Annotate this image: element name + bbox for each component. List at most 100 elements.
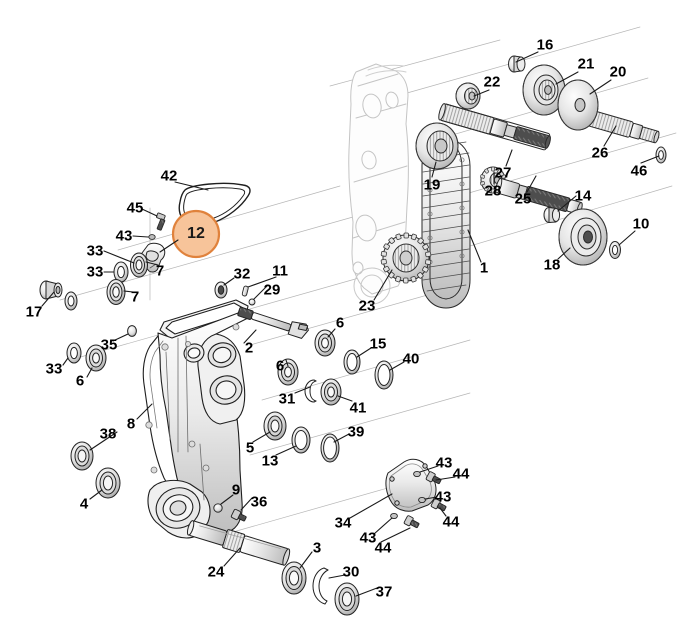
housing-detail-lines [145,323,240,501]
callout-leaders [41,51,660,597]
part-43-washer-top [148,234,156,240]
callout-label-20: 20 [609,63,627,81]
part-3-bearing [281,561,307,595]
callout-label-25: 25 [514,190,532,208]
part-26-shaft [583,108,660,144]
highlight-number-12: 12 [187,225,205,242]
part-34-cover [385,458,437,512]
alignment-axes [59,26,677,541]
part-23-sprocket [380,232,432,284]
callout-label-33a: 33 [86,242,104,260]
part-9-ball [213,503,223,513]
part-41-bearing [320,378,342,406]
part-38-seal [70,441,94,471]
part-15-ring [343,349,361,375]
callout-label-21: 21 [577,55,595,73]
callout-label-35: 35 [100,336,118,354]
part-18-gear [558,208,608,266]
callout-label-6a: 6 [75,372,85,390]
part-43-washer-c [418,496,426,504]
callout-label-11: 11 [272,262,288,280]
part-24-shaft [186,520,291,566]
part-31-snap-ring [304,379,317,403]
callout-label-38: 38 [99,425,117,443]
part-19-gear [415,122,459,170]
part-6-bearing-b [314,329,336,357]
part-44-screw-c [403,515,420,529]
callout-label-13: 13 [261,452,279,470]
highlight-leader-12 [159,239,179,253]
callout-label-43b: 43 [435,454,453,472]
part-20-gear [557,79,599,131]
part-45-screw [156,212,166,231]
part-43-washer-d [390,512,398,520]
callout-label-7b: 7 [130,288,140,306]
callout-label-18: 18 [543,256,561,274]
callout-label-8: 8 [126,415,136,433]
callout-label-24: 24 [207,563,225,581]
callout-label-17: 17 [25,303,43,321]
part-33-washer-a [64,291,78,311]
callout-label-6c: 6 [275,357,285,375]
callout-label-29: 29 [263,281,281,299]
callout-label-43c: 43 [434,488,452,506]
part-33-washer-b [113,261,129,283]
callout-label-44b: 44 [442,513,460,531]
part-36-screw [230,508,247,522]
callout-label-6b: 6 [335,314,345,332]
callout-label-3: 3 [312,539,322,557]
callout-label-5: 5 [245,439,255,457]
callout-label-40: 40 [402,350,420,368]
callout-label-27: 27 [494,164,512,182]
callout-label-7a: 7 [155,262,165,280]
part-6-bearing-a [85,344,107,372]
part-7-bearing-a [130,252,148,278]
part-44-screw-b [430,498,447,512]
callout-label-2: 2 [244,339,254,357]
callout-label-4: 4 [79,495,89,513]
part-2-shift-rod [237,306,309,339]
callout-label-16: 16 [536,36,554,54]
ghost-chain-upper [365,64,407,77]
part-14-sleeve [543,207,561,223]
part-7-bearing-b [106,279,126,305]
part-6-bearing-c [277,358,299,386]
part-39-ring [320,433,340,463]
ghost-housing-outline [348,63,409,295]
part-25-shaft [495,177,583,215]
part-11-pin [241,285,249,297]
callout-label-23: 23 [358,297,376,315]
part-16-sleeve [508,55,526,73]
part-10-washer [609,241,621,259]
highlight-marker-12[interactable] [171,209,221,259]
main-housing [142,299,249,539]
callout-label-26: 26 [591,144,609,162]
callout-label-1: 1 [479,259,489,277]
callout-label-39: 39 [347,423,365,441]
callout-label-31: 31 [278,390,296,408]
part-35-ball [127,325,137,337]
callout-label-32: 32 [233,265,251,283]
callout-label-41: 41 [349,399,367,417]
callout-label-30: 30 [342,563,360,581]
callout-label-9: 9 [231,481,241,499]
callout-label-44c: 44 [374,539,392,557]
callout-label-43d: 43 [359,529,377,547]
part-5-bearing [263,411,287,441]
part-46-washer [655,146,667,164]
callout-label-19: 19 [423,176,441,194]
part-37-seal [334,582,360,616]
callout-label-36: 36 [250,493,268,511]
callout-label-42: 42 [160,167,178,185]
part-32-bushing [214,281,228,299]
part-43-washer-b [413,470,421,478]
callout-label-33c: 33 [45,360,63,378]
callout-label-45: 45 [126,199,144,217]
part-13-ring [291,426,311,454]
callout-label-10: 10 [632,215,650,233]
callout-label-37: 37 [375,583,393,601]
part-17-plug [39,280,63,300]
part-27-shaft [438,103,551,151]
